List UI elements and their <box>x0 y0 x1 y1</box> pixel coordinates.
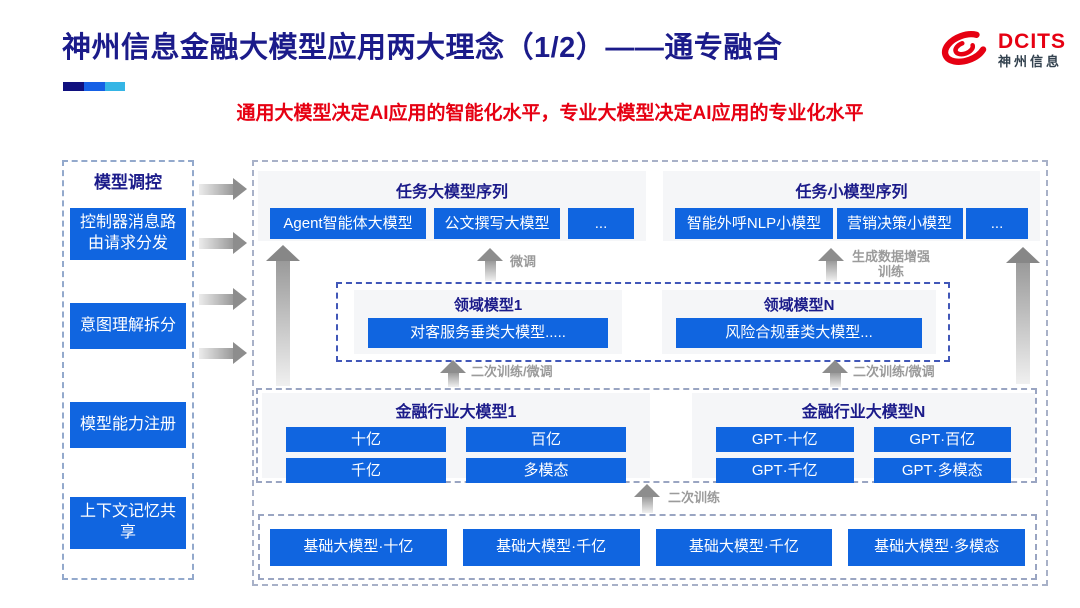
model-box-base-1b: 基础大模型·十亿 <box>270 528 447 566</box>
domain-model-1-title: 领域模型1 <box>453 297 523 314</box>
arrow-right-icon <box>199 342 247 364</box>
domain-model-n-group: 领域模型N 风险合规垂类大模型... <box>662 290 936 354</box>
base-models-frame: 基础大模型·十亿 基础大模型·千亿 基础大模型·千亿 基础大模型·多模态 <box>258 514 1037 580</box>
task-small-model-group: 任务小模型序列 智能外呼NLP小模型 营销决策小模型 ... <box>663 171 1040 241</box>
model-box-marketing-decision: 营销决策小模型 <box>836 208 963 239</box>
arrow-up-icon-retrain-left <box>440 360 466 387</box>
sidebar-item-context: 上下文记忆共享 <box>70 497 186 549</box>
dcits-logo: DCITS 神州信息 <box>938 20 1068 80</box>
slide-subtitle: 通用大模型决定AI应用的智能化水平，专业大模型决定AI应用的专业化水平 <box>236 103 864 124</box>
accent-segment-blue <box>84 82 105 91</box>
model-box-10b: 百亿 <box>466 427 626 452</box>
industry-model-n-group: 金融行业大模型N GPT·十亿 GPT·百亿 GPT·千亿 GPT·多模态 <box>692 393 1035 483</box>
domain-model-1-group: 领域模型1 对客服务垂类大模型..... <box>354 290 622 354</box>
model-box-gpt-1b: GPT·十亿 <box>716 427 854 452</box>
title-accent-bar <box>63 82 125 91</box>
model-box-gpt-10b: GPT·百亿 <box>873 427 1011 452</box>
arrow-up-icon-finetune <box>477 248 503 281</box>
model-box-base-100b-a: 基础大模型·千亿 <box>462 528 640 566</box>
task-small-model-title: 任务小模型序列 <box>795 184 908 201</box>
model-box-outbound-nlp: 智能外呼NLP小模型 <box>675 208 833 239</box>
arrow-right-icon <box>199 178 247 200</box>
sidebar-item-register: 模型能力注册 <box>70 402 186 448</box>
industry-model-1-title: 金融行业大模型1 <box>395 404 517 421</box>
accent-segment-dark <box>63 82 84 91</box>
arrow-right-icon <box>199 232 247 254</box>
model-box-agent: Agent智能体大模型 <box>270 208 426 239</box>
industry-model-1-group: 金融行业大模型1 十亿 百亿 千亿 多模态 <box>262 393 650 483</box>
arrow-up-icon-retrain-base <box>633 484 661 513</box>
industry-model-n-title: 金融行业大模型N <box>801 404 926 421</box>
arrow-up-icon-tall-right <box>1006 247 1040 384</box>
model-box-more: ... <box>966 208 1028 239</box>
model-box-base-multimodal: 基础大模型·多模态 <box>848 528 1025 566</box>
augmented-training-label: 生成数据增强训练 <box>851 249 930 279</box>
dcits-swirl-icon <box>938 25 992 76</box>
accent-segment-cyan <box>105 82 125 91</box>
arrow-right-icon <box>199 288 247 310</box>
sidebar-item-intent: 意图理解拆分 <box>70 303 186 349</box>
logo-company-text: 神州信息 <box>998 54 1063 70</box>
model-architecture-frame <box>252 160 1048 586</box>
model-box-base-100b-b: 基础大模型·千亿 <box>655 528 833 566</box>
domain-models-frame <box>336 282 950 362</box>
arrow-up-icon-retrain-right <box>822 360 848 387</box>
retrain-label: 二次训练 <box>668 490 721 505</box>
task-large-model-group: 任务大模型序列 Agent智能体大模型 公文撰写大模型 ... <box>258 171 646 241</box>
domain-model-n-title: 领域模型N <box>763 297 835 314</box>
logo-brand-text: DCITS <box>998 30 1066 54</box>
arrow-up-icon-augmented <box>818 248 844 281</box>
task-large-model-title: 任务大模型序列 <box>395 184 508 201</box>
model-box-more: ... <box>568 208 634 239</box>
model-box-100b: 千亿 <box>286 458 446 483</box>
retrain-finetune-label-right: 二次训练/微调 <box>853 364 935 379</box>
model-box-document-writing: 公文撰写大模型 <box>434 208 560 239</box>
sidebar-item-router: 控制器消息路由请求分发 <box>70 208 186 260</box>
retrain-finetune-label-left: 二次训练/微调 <box>471 364 553 379</box>
model-box-gpt-multimodal: GPT·多模态 <box>873 458 1011 483</box>
sidebar-title: 模型调控 <box>94 173 162 192</box>
model-box-customer-service: 对客服务垂类大模型..... <box>368 318 608 348</box>
model-box-risk-compliance: 风险合规垂类大模型... <box>676 318 922 348</box>
model-box-multimodal: 多模态 <box>466 458 626 483</box>
arrow-up-icon-tall-left <box>266 245 300 386</box>
model-box-gpt-100b: GPT·千亿 <box>716 458 854 483</box>
page-title: 神州信息金融大模型应用两大理念（1/2）——通专融合 <box>62 32 783 64</box>
industry-models-frame <box>256 388 1037 483</box>
finetune-label: 微调 <box>510 254 537 269</box>
model-box-1b: 十亿 <box>286 427 446 452</box>
